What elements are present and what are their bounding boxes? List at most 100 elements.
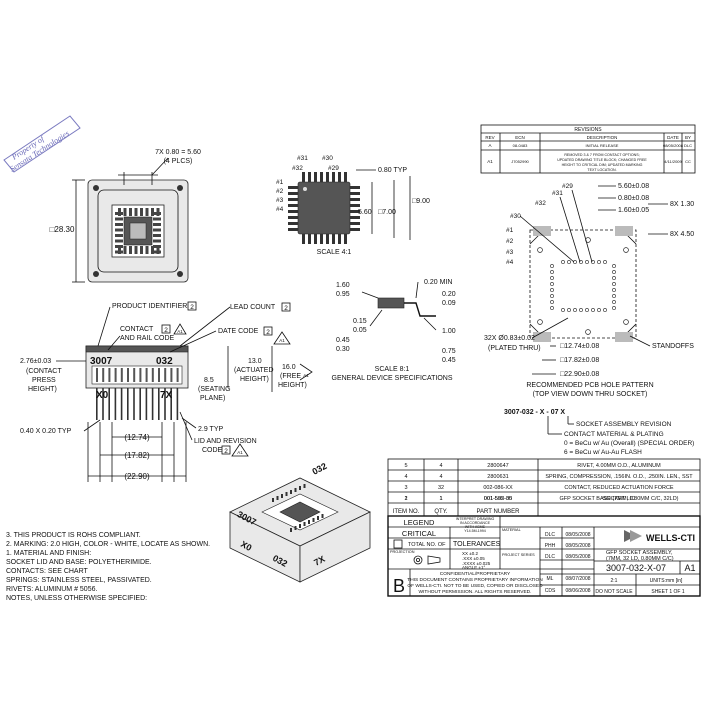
confidential-4: WITHOUT PERMISSION. ALL RIGHTS RESERVED. <box>419 589 532 595</box>
width-12-74: (12.74) <box>124 433 150 442</box>
side-lead <box>139 388 141 420</box>
pcb-s2: □17.82±0.08 <box>560 357 599 364</box>
mfg-by: ML <box>547 576 554 582</box>
side-lead <box>176 388 179 420</box>
bom-header-qty: QTY. <box>434 509 448 515</box>
drawing-scale: 2:1 <box>611 578 618 584</box>
pcb-hole <box>591 260 595 264</box>
contact-slot <box>129 208 132 216</box>
by-a1: CC <box>685 159 691 164</box>
device-lead <box>344 234 347 244</box>
device-lead <box>302 172 305 182</box>
side-lead <box>151 388 154 420</box>
contact-slot <box>118 246 121 254</box>
pcb-hole <box>612 270 616 274</box>
device-pin-29: #29 <box>328 165 339 172</box>
iso-slot <box>294 526 297 530</box>
side-lead <box>170 388 172 420</box>
date-header: DATE <box>667 135 679 140</box>
pcb-plated: (PLATED THRU) <box>488 345 541 352</box>
mark-x0: X0 <box>96 390 109 401</box>
bom-description: RIVET, 4.00MM O.D., ALUMINUM <box>577 463 661 469</box>
device-pin-2: #2 <box>276 188 284 195</box>
side-lead <box>114 388 117 420</box>
profile-v8: 0.45 <box>336 337 350 344</box>
contact-slot <box>115 250 123 254</box>
pcb-pin-2: #2 <box>506 238 514 245</box>
pcb-hole <box>585 260 589 264</box>
pcb-pin-32: #32 <box>535 200 546 207</box>
device-lead <box>350 216 360 219</box>
product-identifier: PRODUCT IDENTIFIER <box>112 303 187 310</box>
device-lead <box>288 216 298 219</box>
pcb-hole <box>550 306 554 310</box>
iso-slot <box>276 496 279 500</box>
pn-level-2: CONTACT MATERIAL & PLATING <box>564 431 664 438</box>
pcb-hole <box>579 308 583 312</box>
seating-plane-2: (SEATING <box>198 386 231 393</box>
eng-by: DLC <box>545 554 555 560</box>
pcb-hole <box>612 276 616 280</box>
pn-code: 3007-032 - X - 07 X <box>504 409 565 416</box>
mark-7x: 7X <box>160 390 173 401</box>
date-a1: 4/11/2009 <box>664 159 682 164</box>
actuated-height: 13.0 <box>248 358 262 365</box>
bom-item-no: 2 <box>404 496 407 502</box>
rev-a1: A1 <box>487 159 493 164</box>
side-lead <box>102 388 104 420</box>
contact-slot <box>140 208 143 216</box>
mfg-date: 08/07/2008 <box>565 576 590 582</box>
profile-v2: 0.95 <box>336 291 350 298</box>
free-height: 16.0 <box>282 364 296 371</box>
profile-v6: 0.05 <box>353 327 367 334</box>
free-height-2: (FREE <box>280 373 301 380</box>
bom-part-number: 001-582-05 <box>484 496 512 502</box>
revisions-title: REVISIONS <box>574 127 602 133</box>
part-number-tree: 3007-032 - X - 07 X SOCKET ASSEMBLY REVI… <box>504 409 694 456</box>
standoff-hole <box>537 247 543 253</box>
bom-item-no: 5 <box>404 463 407 469</box>
side-lead <box>127 388 129 420</box>
contact-slot <box>151 208 154 216</box>
contact-slot <box>153 217 161 221</box>
qa-by: CDS <box>545 588 556 594</box>
side-contact <box>145 368 148 382</box>
interpret-2: IN ACCORDANCE <box>460 521 491 525</box>
device-lead <box>350 222 360 225</box>
device-lead <box>350 192 360 195</box>
device-lead <box>288 204 298 207</box>
device-lead <box>288 192 298 195</box>
contact-slot <box>156 208 160 216</box>
bom-header-item: ITEM NO. <box>393 509 420 515</box>
pn-level-3: 0 = BeCu w/ Au (Overall) (SPECIAL ORDER) <box>564 440 694 447</box>
contact-press-2: PRESS <box>32 377 56 384</box>
bom-qty: 4 <box>439 474 442 480</box>
pcb-d2: 0.80±0.08 <box>618 195 649 202</box>
note-1: 1. MATERIAL AND FINISH: <box>6 550 91 557</box>
pcb-hole <box>561 308 565 312</box>
device-lead <box>338 172 341 182</box>
sheet-number: SHEET 1 OF 1 <box>651 589 684 595</box>
bom-qty: 1 <box>439 496 442 502</box>
side-lead <box>120 388 123 420</box>
profile-view: 0.20 MIN 1.60 0.95 0.20 0.09 0.15 0.05 1… <box>332 279 456 382</box>
pcb-hole <box>550 264 554 268</box>
contact-slot <box>145 246 149 254</box>
interpret-4: Y14.5M-1994 <box>464 529 486 533</box>
iso-slot <box>272 498 274 502</box>
contact-rev: A1 <box>177 329 183 334</box>
lid-revision-1: LID AND REVISION <box>194 438 257 445</box>
side-contact <box>170 368 173 382</box>
do-not-scale: DO NOT SCALE <box>595 589 633 595</box>
iso-slot <box>290 490 292 494</box>
pcb-hole <box>585 308 589 312</box>
side-view-leads <box>96 368 179 420</box>
isometric-view: 3007 032 X0 032 7X <box>229 461 371 583</box>
by-a: DLC <box>684 143 692 148</box>
pcb-hole <box>612 300 616 304</box>
pitch-places: (4 PLCS) <box>164 158 193 165</box>
tol-3: .XXXX ±0.025 <box>462 561 491 566</box>
bom-description: CONTACT, REDUCED ACTUATION FORCE <box>564 485 674 491</box>
